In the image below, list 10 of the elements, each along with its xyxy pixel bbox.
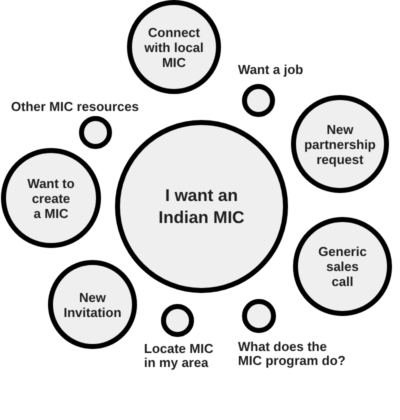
- circle-caption: Other MIC resources: [11, 100, 139, 114]
- circle-label: I want an Indian MIC: [158, 184, 244, 228]
- circle-label: New partnership request: [304, 122, 376, 166]
- circle-label: Connect with local MIC: [144, 24, 204, 70]
- circle-label: New Invitation: [64, 290, 122, 320]
- circle-caption: What does the MIC program do?: [238, 340, 346, 368]
- circle-caption: Want a job: [238, 63, 304, 77]
- circle-label: Generic sales call: [318, 244, 367, 289]
- circle-caption: Locate MIC in my area: [144, 342, 214, 370]
- circle-label: Want to create a MIC: [27, 176, 75, 220]
